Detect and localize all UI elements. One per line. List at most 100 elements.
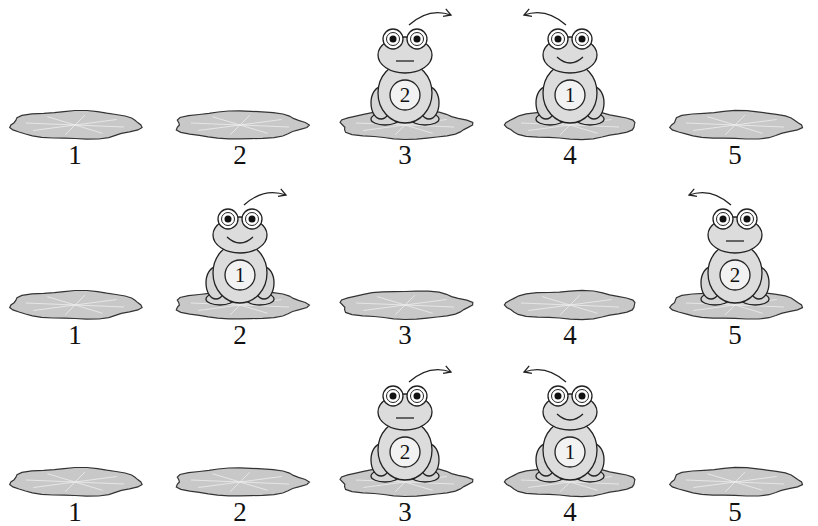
pad-vein [33, 305, 75, 311]
lily-pad [10, 291, 142, 320]
frog [689, 193, 769, 305]
frog-mouth [396, 417, 414, 418]
frog-number: 2 [730, 265, 741, 286]
pad-number: 1 [68, 142, 82, 169]
pad-number: 4 [563, 499, 577, 526]
frog-eye [572, 386, 592, 406]
pad-vein [693, 482, 735, 488]
frog-pupil [225, 216, 232, 223]
frog-eye-ring [387, 33, 400, 46]
frog-belly [225, 260, 255, 290]
pad-vein [542, 297, 570, 305]
pad-leaf [504, 290, 635, 319]
frog-pupil [579, 36, 586, 43]
pad-vein [47, 117, 75, 125]
pad-vein [33, 125, 75, 131]
pad-vein [405, 125, 433, 133]
frog-pupil [249, 216, 256, 223]
frog-belly [720, 260, 750, 290]
frog-number: 1 [565, 85, 576, 106]
frog-mouth [726, 240, 744, 241]
frog-eye-ring [576, 390, 589, 403]
frog-pupil [720, 216, 727, 223]
frog-pupil [414, 393, 421, 400]
jump-arrow [409, 370, 451, 382]
frog-pupil [390, 36, 397, 43]
jump-arrow [409, 13, 451, 25]
lily-pad [176, 468, 309, 496]
pad-leaf [176, 111, 309, 139]
pad-vein [26, 123, 75, 125]
pad-leaf [10, 291, 142, 320]
pad-number: 1 [68, 499, 82, 526]
pad-vein [528, 305, 570, 311]
frog-pupil [555, 36, 562, 43]
pad-leaf [340, 291, 473, 319]
lily-pad [176, 111, 309, 139]
pad-number: 4 [563, 322, 577, 349]
pad-leaf [670, 110, 803, 139]
frog [371, 13, 451, 125]
pad-number: 2 [233, 142, 247, 169]
frog-pupil [555, 393, 562, 400]
pad-vein [405, 300, 447, 306]
frog [371, 370, 451, 482]
pad-number: 1 [68, 322, 82, 349]
pad-vein [75, 120, 117, 126]
pad-vein [693, 125, 735, 131]
pad-vein [570, 125, 598, 133]
jump-arrow [524, 13, 566, 25]
pad-vein [240, 125, 289, 127]
pad-number: 4 [563, 142, 577, 169]
pad-vein [198, 305, 240, 311]
pad-vein [240, 482, 268, 490]
pad-leaf [10, 111, 142, 140]
pad-number: 5 [728, 322, 742, 349]
jump-arrow [524, 370, 566, 382]
pad-vein [528, 482, 570, 488]
lily-pad [504, 290, 635, 319]
jump-arrow [244, 193, 286, 205]
pad-vein [735, 120, 777, 126]
pad-vein [75, 125, 103, 133]
pad-number: 5 [728, 499, 742, 526]
frog-belly [390, 437, 420, 467]
pad-vein [735, 477, 777, 483]
frog-eye [242, 209, 262, 229]
frog-mouth [396, 60, 414, 61]
pad-vein [707, 117, 735, 125]
pad-vein [377, 297, 405, 305]
pad-vein [75, 482, 103, 490]
pad-vein [686, 123, 735, 125]
frog-eye-ring [741, 213, 754, 226]
frog-eye [737, 209, 757, 229]
frog-mouth [557, 57, 583, 63]
pad-vein [405, 305, 433, 313]
pad-vein [735, 482, 763, 490]
pad-vein [75, 125, 124, 127]
frog-eye [383, 29, 403, 49]
frog-eye-ring [222, 213, 235, 226]
pad-vein [26, 480, 75, 482]
lily-pad [670, 467, 803, 496]
pad-vein [212, 117, 240, 125]
pad-leaf [176, 468, 309, 496]
pad-vein [405, 482, 433, 490]
frog-eye-ring [387, 390, 400, 403]
pad-vein [735, 305, 763, 313]
frog-eye [383, 386, 403, 406]
frog-eye-ring [246, 213, 259, 226]
pad-leaf [10, 468, 142, 497]
pad-vein [75, 477, 117, 483]
pad-vein [26, 303, 75, 305]
pad-vein [33, 482, 75, 488]
frog-number: 1 [235, 265, 246, 286]
frog-pupil [579, 393, 586, 400]
frog-eye-ring [411, 33, 424, 46]
pad-number: 2 [233, 322, 247, 349]
frog-eye [572, 29, 592, 49]
frog-eye-ring [576, 33, 589, 46]
frog-pupil [390, 393, 397, 400]
frog-mouth [557, 414, 583, 420]
pad-vein [363, 482, 405, 488]
